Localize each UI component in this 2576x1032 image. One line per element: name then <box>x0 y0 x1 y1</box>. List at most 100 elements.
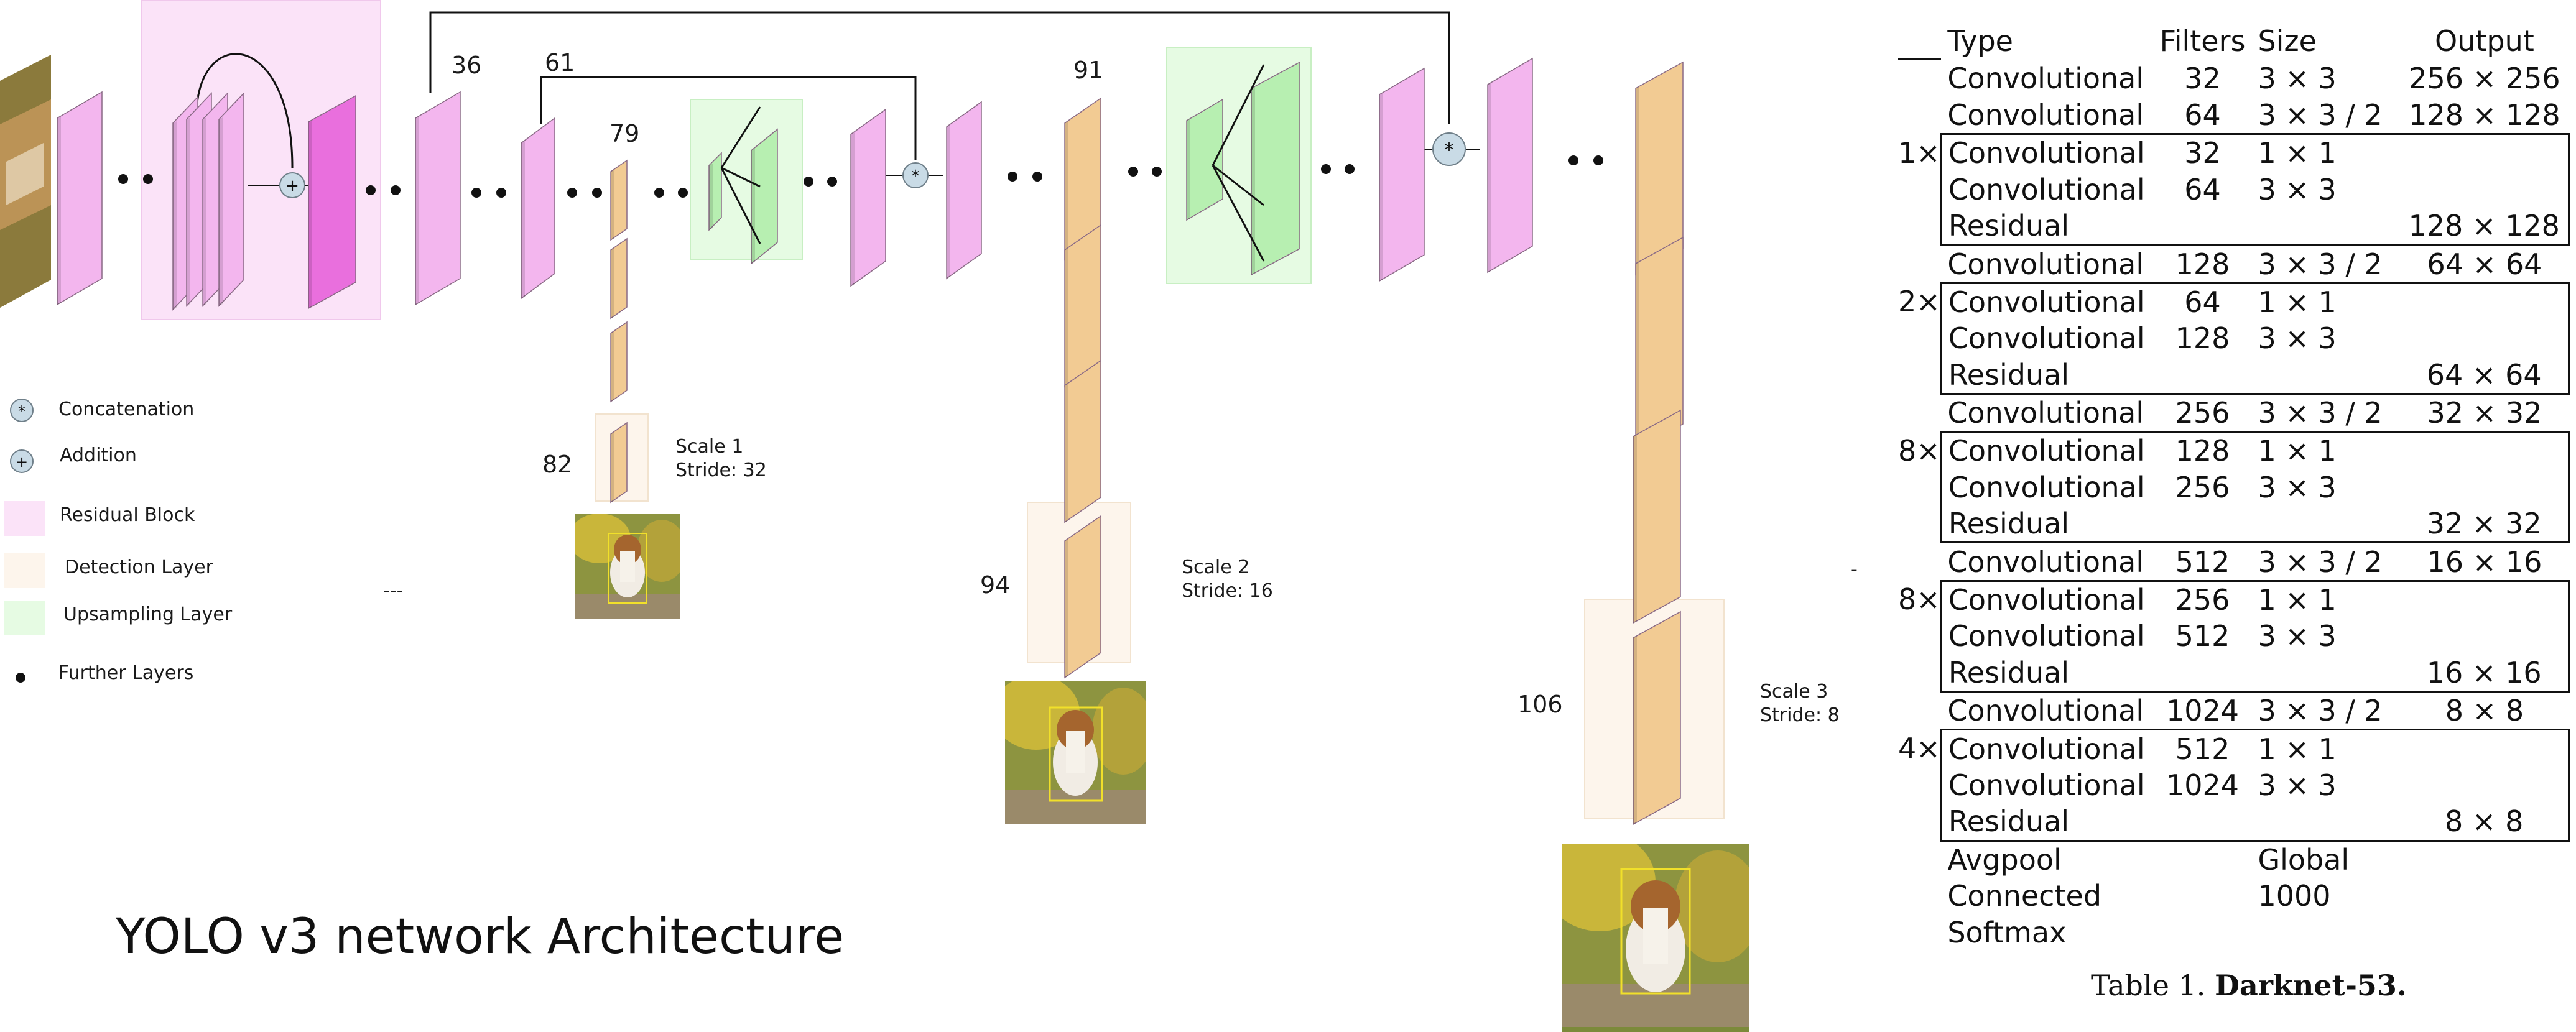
upsampling-layer-2-edge <box>1187 119 1190 220</box>
svg-text:+: + <box>285 177 299 195</box>
row-filters: 128 <box>2153 431 2252 469</box>
layer-number-61: 61 <box>545 49 575 76</box>
further-layer-dot <box>366 185 376 195</box>
detection-conv-layer-1-edge <box>611 248 614 318</box>
row-size: 3 × 3 / 2 <box>2258 545 2383 579</box>
row-filters: 512 <box>2175 545 2230 579</box>
skip-connections <box>195 11 1450 168</box>
row-output <box>2400 767 2570 804</box>
detection-conv-layer-0 <box>610 159 628 241</box>
layer-number-36: 36 <box>452 52 482 79</box>
pink-layer-4 <box>218 92 244 307</box>
row-type: Convolutional <box>1947 98 2144 132</box>
pink-layer-0-edge <box>57 116 61 305</box>
legend-addition-icon: + <box>10 449 34 473</box>
row-size: 3 × 3 / 2 <box>2258 694 2383 728</box>
detection-conv-layer-4-edge <box>1065 121 1068 260</box>
addition-node: + <box>279 172 305 198</box>
row-size: 1 × 1 <box>2251 579 2401 619</box>
row-filters: 1024 <box>2166 768 2240 802</box>
repeat-count <box>1898 320 1941 356</box>
legend-detection-swatch <box>4 553 45 588</box>
pink-layer-10 <box>1487 57 1533 274</box>
row-filters <box>2153 505 2252 544</box>
scale-3-stride: Stride: 8 <box>1760 704 1840 726</box>
repeat-count <box>1898 97 1941 134</box>
row-size <box>2251 356 2401 395</box>
legend-symbols: * + <box>4 399 45 683</box>
concat-node-1: * <box>902 162 929 188</box>
repeat-count: 8× <box>1898 583 1940 617</box>
row-output <box>2400 171 2570 208</box>
detection-conv-layer-2 <box>610 321 628 403</box>
further-layer-dot <box>567 188 577 198</box>
row-size <box>2251 654 2401 693</box>
upsampling-fan-lines <box>720 64 1265 262</box>
pink-layer-5-edge <box>415 116 419 305</box>
row-type: Convolutional <box>1947 545 2144 579</box>
pink-layer-2-edge <box>187 117 190 306</box>
repeat-count <box>1898 394 1941 431</box>
row-filters: 32 <box>2184 61 2221 95</box>
row-output <box>2400 469 2570 506</box>
pink-layer-0 <box>57 91 103 306</box>
detection-conv-layer-11-edge <box>1633 636 1637 824</box>
repeat-count <box>1898 803 1941 841</box>
row-output <box>2400 133 2570 172</box>
row-type: Residual <box>1940 356 2154 395</box>
dash-mark: - <box>1851 559 1858 581</box>
pink-layer-4-edge <box>219 117 223 306</box>
separator-mark: --- <box>383 580 404 602</box>
further-layer-dot <box>678 188 688 198</box>
detection-image-scale-2 <box>1005 681 1146 824</box>
upsampling-layer-1-edge <box>751 149 755 264</box>
row-type: Connected <box>1947 879 2102 913</box>
further-layer-dot <box>1152 167 1162 177</box>
detection-conv-layer-3-edge <box>611 432 614 502</box>
row-filters: 256 <box>2175 470 2230 504</box>
legend-further-label: Further Layers <box>58 662 194 684</box>
further-layer-dot <box>654 188 664 198</box>
row-size <box>2251 803 2401 842</box>
detection-conv-layer-1 <box>610 237 628 320</box>
row-filters: 256 <box>2153 579 2252 619</box>
pink-layer-7-edge <box>851 132 855 286</box>
further-layer-dot <box>1128 167 1138 177</box>
upsampling-layers <box>708 61 1300 276</box>
row-size: 1 × 1 <box>2251 431 2401 469</box>
row-output: 128 × 128 <box>2409 98 2560 132</box>
repeat-count <box>1898 357 1941 394</box>
repeat-count <box>1898 841 1941 878</box>
row-size: 3 × 3 <box>2258 321 2337 356</box>
repeat-count <box>1898 878 1941 914</box>
row-type: Residual <box>1940 654 2154 693</box>
row-output: 16 × 16 <box>2400 654 2570 693</box>
row-filters: 64 <box>2153 282 2252 321</box>
row-type: Softmax <box>1947 915 2067 949</box>
legend-addition-label: Addition <box>60 445 137 466</box>
legend-further-dot <box>16 673 25 683</box>
legend-residual-label: Residual Block <box>60 504 195 526</box>
detection-conv-layer-7 <box>1064 515 1101 679</box>
detection-conv-layer-5 <box>1064 224 1101 388</box>
repeat-count <box>1898 767 1941 803</box>
row-type: Convolutional <box>1940 618 2154 655</box>
further-layer-dot <box>592 188 602 198</box>
layer-number-106: 106 <box>1517 691 1563 718</box>
row-output <box>2400 431 2570 469</box>
detection-conv-layer-6-edge <box>1065 384 1068 522</box>
